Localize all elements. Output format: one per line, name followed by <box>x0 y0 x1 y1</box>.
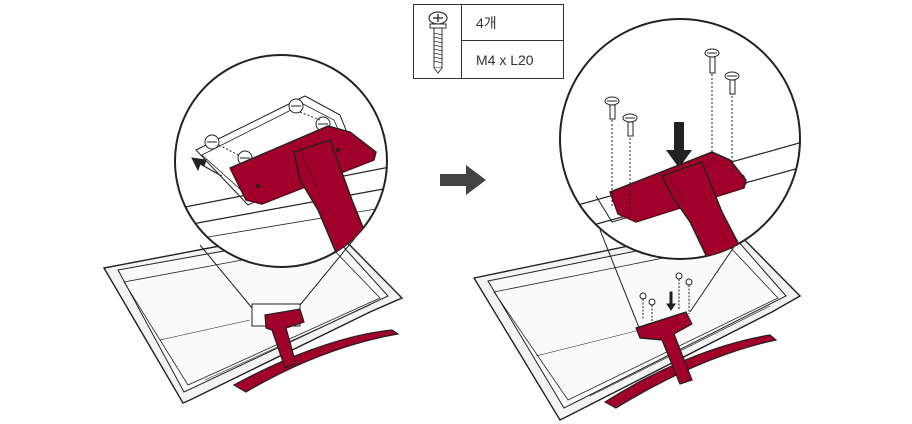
zoom-leader-left-2 <box>299 237 356 306</box>
screw-spec-table: 4개 M4 x L20 <box>413 4 564 79</box>
stand-base-right <box>603 334 778 409</box>
zoom-circle-left <box>174 54 388 268</box>
screw-icon <box>428 11 448 74</box>
screws-large <box>604 48 740 212</box>
zoom-leader-right <box>599 229 641 331</box>
screws-small <box>639 272 693 324</box>
insert-arrow <box>666 122 692 168</box>
zoom-circle-right <box>559 18 801 260</box>
stand-neck-left <box>251 303 305 369</box>
zoom-leader-left <box>199 244 253 309</box>
step-2-illustration <box>472 18 802 421</box>
step-1-illustration <box>102 54 404 404</box>
slide-arrow <box>191 157 223 177</box>
screw-size: M4 x L20 <box>476 51 534 68</box>
stand-neck-right <box>635 311 693 385</box>
step-arrow <box>440 165 486 195</box>
stand-base-left <box>232 329 400 393</box>
screw-quantity: 4개 <box>462 5 563 41</box>
screw-icon-cell <box>414 5 462 78</box>
